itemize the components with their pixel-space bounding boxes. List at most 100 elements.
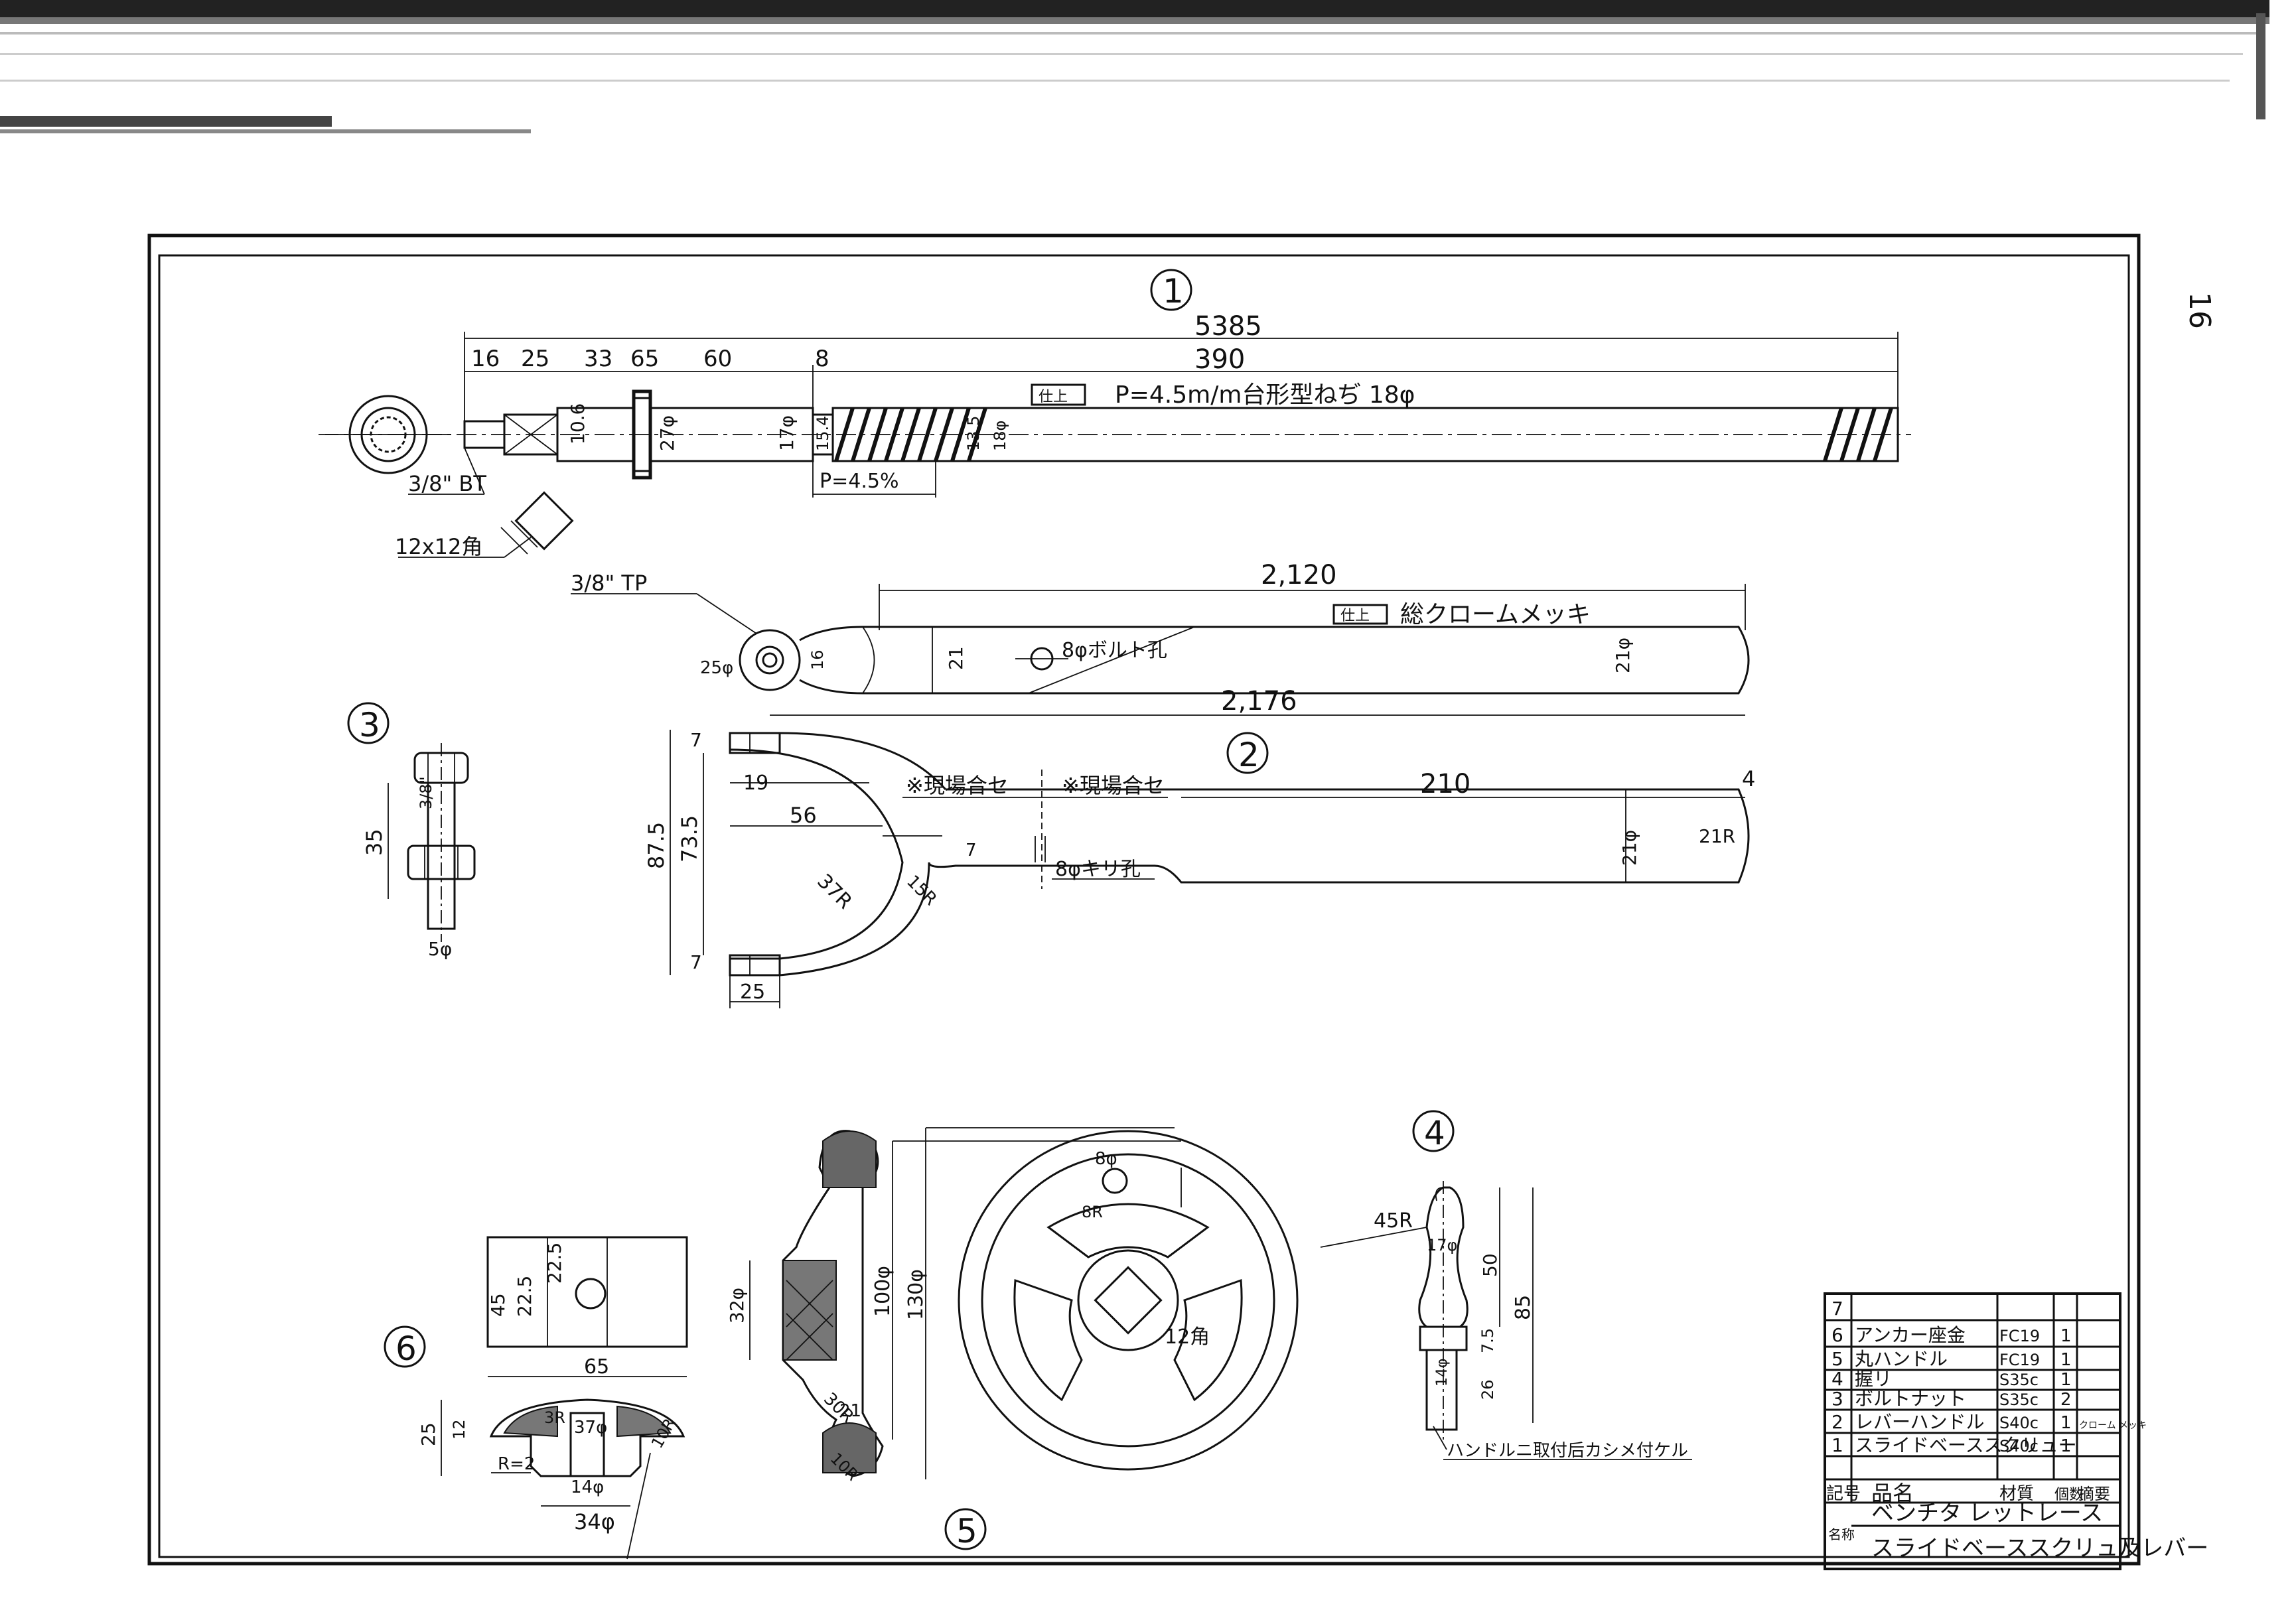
dim-8: 8: [815, 346, 829, 372]
dim-21: 21: [945, 646, 967, 670]
scan-edge: [0, 0, 2269, 133]
dim-27: 27φ: [656, 415, 678, 451]
title-row-material: S35c: [1999, 1390, 2039, 1409]
dim-7b: 7: [966, 841, 977, 860]
dim-7-5: 7.5: [1478, 1328, 1497, 1353]
grip-pin: [1425, 1349, 1458, 1431]
dim-25phi: 25φ: [700, 658, 733, 678]
bolt-hole-note: 8φボルト孔: [1062, 639, 1167, 662]
dim-21r: 21R: [1699, 825, 1735, 847]
title-row-qty: 2: [2060, 1390, 2072, 1410]
dim-19: 19: [743, 772, 768, 795]
part-4-grip: 4 45R 17φ 50 85 7.5 26 14φ ハンドルニ取付后カシメ付ケ…: [1320, 1110, 1692, 1461]
fork-upper: [779, 732, 947, 790]
thread-hatching-left: [834, 407, 987, 462]
dim-15-4: 15.4: [814, 416, 832, 451]
chrome-plating: 総クロームメッキ: [1400, 601, 1591, 628]
svg-text:仕上: 仕上: [1039, 389, 1068, 405]
dim-21phi: 21φ: [1612, 638, 1634, 673]
dim-16b: 16: [808, 649, 827, 670]
header-note: 摘要: [2078, 1485, 2110, 1503]
caulking-note: ハンドルニ取付后カシメ付ケル: [1447, 1441, 1688, 1461]
title-row-name: 丸ハンドル: [1855, 1348, 1948, 1370]
part-2-lever-handle: 2 3/8" TP 2,120 仕上 総クロームメッキ 25φ 16 21 8φ…: [571, 560, 1755, 1008]
title-row-no: 2: [1831, 1411, 1843, 1433]
title-row-name: アンカー座金: [1855, 1324, 1966, 1346]
wheel-rim-outer: [958, 1130, 1299, 1471]
dim-10-6: 10.6: [567, 403, 589, 444]
dim-8r-wheel: 8R: [1082, 1203, 1103, 1221]
part-5-label: 5: [956, 1512, 977, 1550]
dim-32phi: 32φ: [726, 1288, 748, 1323]
lever-boss: [739, 629, 801, 691]
dim-5phi: 5φ: [428, 938, 452, 960]
dim-85: 85: [1512, 1295, 1535, 1320]
square-detail: [514, 491, 574, 551]
field-fit-1: ※現場合セ: [906, 773, 1009, 798]
drill-hole-note: 8φキリ孔: [1055, 858, 1141, 881]
dim-r2: R=2: [498, 1454, 535, 1474]
square-12x12: 12x12角: [395, 534, 482, 559]
dim-22-5a: 22.5: [514, 1276, 536, 1317]
dim-65: 65: [630, 346, 659, 372]
title-row-no: 6: [1831, 1324, 1843, 1346]
title-row-no: 4: [1831, 1368, 1843, 1390]
dim-37phi: 37φ: [574, 1418, 607, 1438]
dim-65: 65: [584, 1355, 609, 1379]
dim-45: 45: [487, 1293, 509, 1317]
part-1-label: 1: [1163, 272, 1184, 310]
dim-2176: 2,176: [1221, 686, 1297, 716]
finish-box-2: [1332, 604, 1388, 625]
finish-box-1: [1031, 383, 1086, 406]
dim-21phi-b: 21φ: [1618, 830, 1640, 866]
pitch-note: P=4.5%: [820, 470, 898, 493]
title-row-note: クローム メッキ: [2079, 1420, 2147, 1431]
title-row-qty: 1: [2060, 1350, 2072, 1370]
dim-7c: 7: [690, 951, 702, 973]
fork-inner: [729, 748, 904, 960]
dim-14phi-grip: 14φ: [1434, 1358, 1451, 1387]
part-6-anchor-washer: 6 45 22.5 22.5 65 25 12 3R 37φ R=2 14φ 3…: [384, 1236, 688, 1560]
dim-60: 60: [703, 346, 732, 372]
dim-18: 18φ: [991, 421, 1009, 451]
part-6-label: 6: [395, 1329, 417, 1368]
title-row-material: S35c: [1999, 1371, 2039, 1389]
square-hole: [1094, 1266, 1163, 1335]
title-row-no: 1: [1831, 1434, 1843, 1456]
dim-13-5: 13.5: [964, 416, 983, 451]
title-row-qty: 1: [2060, 1436, 2072, 1456]
dim-210: 210: [1420, 769, 1471, 799]
part-2-label: 2: [1238, 736, 1259, 774]
wheel-rim-inner: [981, 1153, 1275, 1448]
drawing-title-2: スライドベーススクリュ及レバー: [1871, 1535, 2208, 1562]
dim-8phi-wheel: 8φ: [1095, 1149, 1117, 1169]
title-row-material: FC19: [1999, 1327, 2040, 1345]
dim-12-washer: 12: [450, 1419, 468, 1440]
dim-21-wheel: 21: [839, 1401, 861, 1421]
title-row-material: S40c: [1999, 1414, 2039, 1432]
dim-2120: 2,120: [1261, 560, 1337, 590]
dim-25-washer: 25: [417, 1422, 439, 1446]
dim-25b: 25: [740, 981, 765, 1004]
frame-outer: [147, 234, 2141, 1566]
washer-top-view: [486, 1236, 688, 1348]
dim-26: 26: [1478, 1379, 1497, 1400]
field-fit-2: ※現場合セ: [1062, 773, 1165, 798]
title-row-qty: 1: [2060, 1413, 2072, 1433]
dim-16: 16: [471, 346, 500, 372]
page-number: 16: [2183, 292, 2216, 329]
title-row-no: 7: [1831, 1298, 1843, 1320]
dim-25: 25: [521, 346, 549, 372]
drawing-title-1: ベンチタ レットレース: [1871, 1500, 2103, 1526]
part-3-label: 3: [359, 706, 380, 744]
dim-4: 4: [1742, 766, 1755, 791]
part-5-hand-wheel: 5 32φ 100φ 130φ 30R 21 10R 8φ 8R: [726, 1127, 1299, 1550]
dim-17phi-grip: 17φ: [1427, 1236, 1457, 1254]
title-row-material: FC19: [1999, 1351, 2040, 1369]
bt-thread: 3/8" BT: [408, 471, 486, 496]
dim-17: 17φ: [776, 415, 798, 451]
dim-45r: 45R: [1374, 1209, 1413, 1233]
